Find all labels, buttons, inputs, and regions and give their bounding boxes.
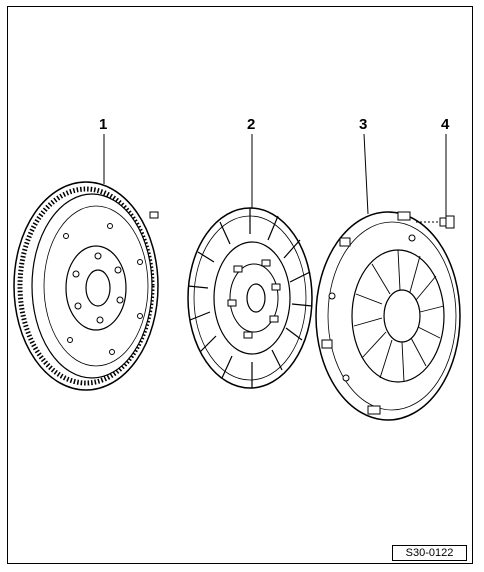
leader-line-3: [363, 133, 369, 215]
callout-clutch-disc: 2: [247, 116, 256, 133]
callout-bolt: 4: [441, 116, 450, 133]
figure-code-label: S30-0122: [392, 545, 467, 561]
flywheel-part: [13, 181, 159, 391]
callout-pressure-plate: 3: [359, 116, 368, 133]
bolt-part: [416, 215, 455, 229]
clutch-disc-part: [187, 207, 313, 389]
pressure-plate-part: [315, 211, 461, 421]
drawing-frame: [7, 6, 473, 564]
callout-flywheel: 1: [99, 116, 108, 133]
